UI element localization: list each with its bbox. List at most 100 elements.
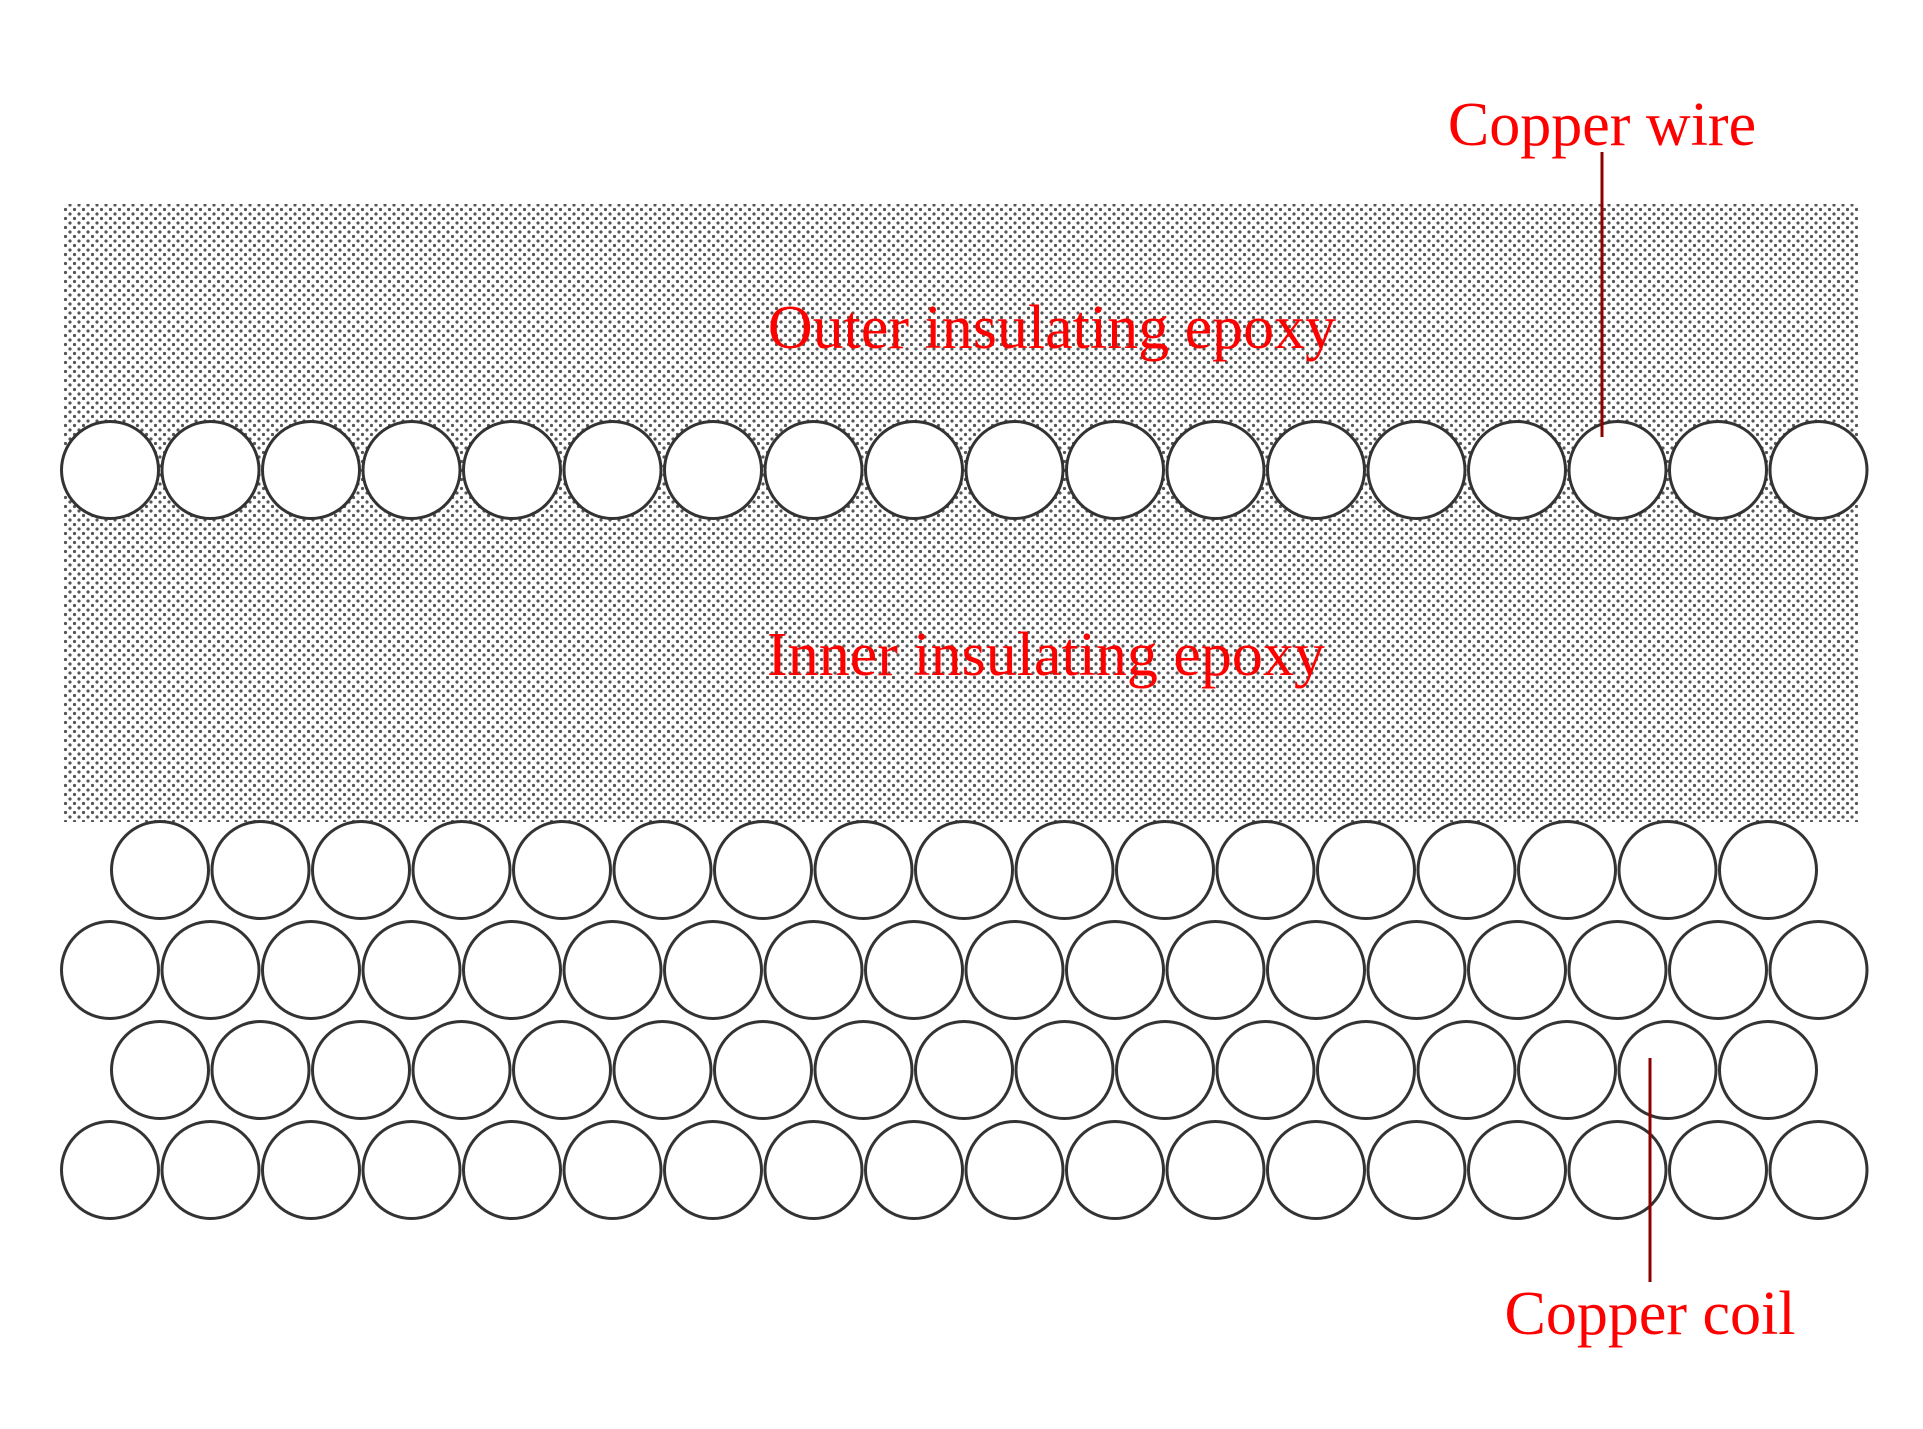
copper-coil-circle — [1416, 1020, 1517, 1120]
copper-coil-circle — [1115, 820, 1215, 920]
copper-wire-circle — [1065, 420, 1165, 520]
copper-coil-circle — [612, 820, 713, 920]
copper-coil-circle — [1517, 1020, 1617, 1120]
copper-wire-label: Copper wire — [1448, 91, 1756, 159]
copper-coil-circle — [261, 920, 361, 1020]
copper-coil-circle — [1517, 820, 1617, 920]
copper-coil-circle — [1266, 920, 1366, 1020]
copper-coil-circle — [562, 1120, 663, 1220]
copper-wire-circle — [1366, 420, 1467, 520]
copper-coil-circle — [1718, 1020, 1818, 1120]
copper-coil-circle — [60, 920, 160, 1020]
copper-coil-circle — [1165, 920, 1266, 1020]
copper-coil-circle — [512, 1020, 612, 1120]
copper-coil-circle — [210, 1020, 311, 1120]
copper-coil-circle — [110, 820, 210, 920]
copper-coil-circle — [1467, 1120, 1567, 1220]
coil-row-3 — [110, 1020, 1818, 1120]
copper-wire-circle — [763, 420, 864, 520]
copper-coil-circle — [311, 820, 411, 920]
copper-wire-circle — [1567, 420, 1668, 520]
copper-coil-circle — [160, 920, 261, 1020]
coil-row-4 — [60, 1120, 1869, 1220]
copper-coil-circle — [1617, 1020, 1718, 1120]
copper-coil-circle — [763, 1120, 864, 1220]
copper-wire-circle — [864, 420, 964, 520]
copper-coil-circle — [964, 1120, 1065, 1220]
copper-coil-circle — [1165, 1120, 1266, 1220]
copper-coil-circle — [1115, 1020, 1215, 1120]
copper-coil-circle — [663, 920, 763, 1020]
copper-wire-circle — [964, 420, 1065, 520]
copper-coil-circle — [411, 1020, 512, 1120]
copper-coil-circle — [1014, 820, 1115, 920]
copper-coil-circle — [713, 1020, 813, 1120]
copper-coil-circle — [1366, 1120, 1467, 1220]
copper-coil-circle — [361, 1120, 462, 1220]
copper-wire-circle — [1266, 420, 1366, 520]
copper-coil-circle — [462, 920, 562, 1020]
copper-wire-circle — [462, 420, 562, 520]
copper-wire-circle — [1768, 420, 1869, 520]
outer-epoxy-label: Outer insulating epoxy — [768, 294, 1336, 362]
copper-wire-rows — [60, 420, 1869, 1220]
copper-coil-circle — [713, 820, 813, 920]
copper-coil-circle — [210, 820, 311, 920]
copper-coil-circle — [1768, 1120, 1869, 1220]
copper-coil-circle — [1467, 920, 1567, 1020]
copper-coil-circle — [1416, 820, 1517, 920]
copper-coil-circle — [1316, 820, 1416, 920]
inner-insulating-epoxy-region — [64, 466, 1858, 822]
outer-insulating-epoxy-region — [64, 204, 1858, 466]
copper-wire-circle — [60, 420, 160, 520]
copper-coil-circle — [964, 920, 1065, 1020]
copper-wire-circle — [160, 420, 261, 520]
copper-coil-circle — [361, 920, 462, 1020]
copper-coil-circle — [1617, 820, 1718, 920]
copper-coil-circle — [864, 1120, 964, 1220]
copper-coil-circle — [160, 1120, 261, 1220]
copper-coil-circle — [1668, 920, 1768, 1020]
copper-wire-circle — [361, 420, 462, 520]
copper-wire-circle — [663, 420, 763, 520]
copper-coil-circle — [1014, 1020, 1115, 1120]
copper-coil-circle — [763, 920, 864, 1020]
coil-row-1 — [110, 820, 1818, 920]
copper-coil-circle — [914, 820, 1014, 920]
copper-coil-circle — [1215, 820, 1316, 920]
copper-coil-circle — [1567, 1120, 1668, 1220]
copper-coil-circle — [1567, 920, 1668, 1020]
copper-wire-circle — [1467, 420, 1567, 520]
copper-coil-circle — [663, 1120, 763, 1220]
copper-coil-circle — [110, 1020, 210, 1120]
copper-coil-circle — [261, 1120, 361, 1220]
copper-wire-circle — [1668, 420, 1768, 520]
copper-coil-circle — [1718, 820, 1818, 920]
copper-wire-circle — [562, 420, 663, 520]
copper-coil-circle — [612, 1020, 713, 1120]
copper-wire-circle — [261, 420, 361, 520]
copper-coil-circle — [1065, 1120, 1165, 1220]
copper-coil-circle — [462, 1120, 562, 1220]
copper-coil-circle — [60, 1120, 160, 1220]
coil-row-2 — [60, 920, 1869, 1020]
copper-coil-circle — [813, 1020, 914, 1120]
copper-coil-circle — [411, 820, 512, 920]
copper-coil-circle — [1366, 920, 1467, 1020]
copper-coil-circle — [562, 920, 663, 1020]
copper-coil-circle — [1768, 920, 1869, 1020]
copper-coil-circle — [1316, 1020, 1416, 1120]
copper-coil-circle — [813, 820, 914, 920]
inner-epoxy-label: Inner insulating epoxy — [767, 621, 1325, 689]
outer-wire-row — [60, 420, 1869, 520]
copper-coil-circle — [311, 1020, 411, 1120]
copper-coil-circle — [1215, 1020, 1316, 1120]
copper-coil-circle — [864, 920, 964, 1020]
copper-coil-circle — [1266, 1120, 1366, 1220]
copper-coil-circle — [914, 1020, 1014, 1120]
copper-wire-circle — [1165, 420, 1266, 520]
copper-coil-circle — [1065, 920, 1165, 1020]
copper-coil-label: Copper coil — [1505, 1280, 1796, 1348]
copper-coil-circle — [1668, 1120, 1768, 1220]
